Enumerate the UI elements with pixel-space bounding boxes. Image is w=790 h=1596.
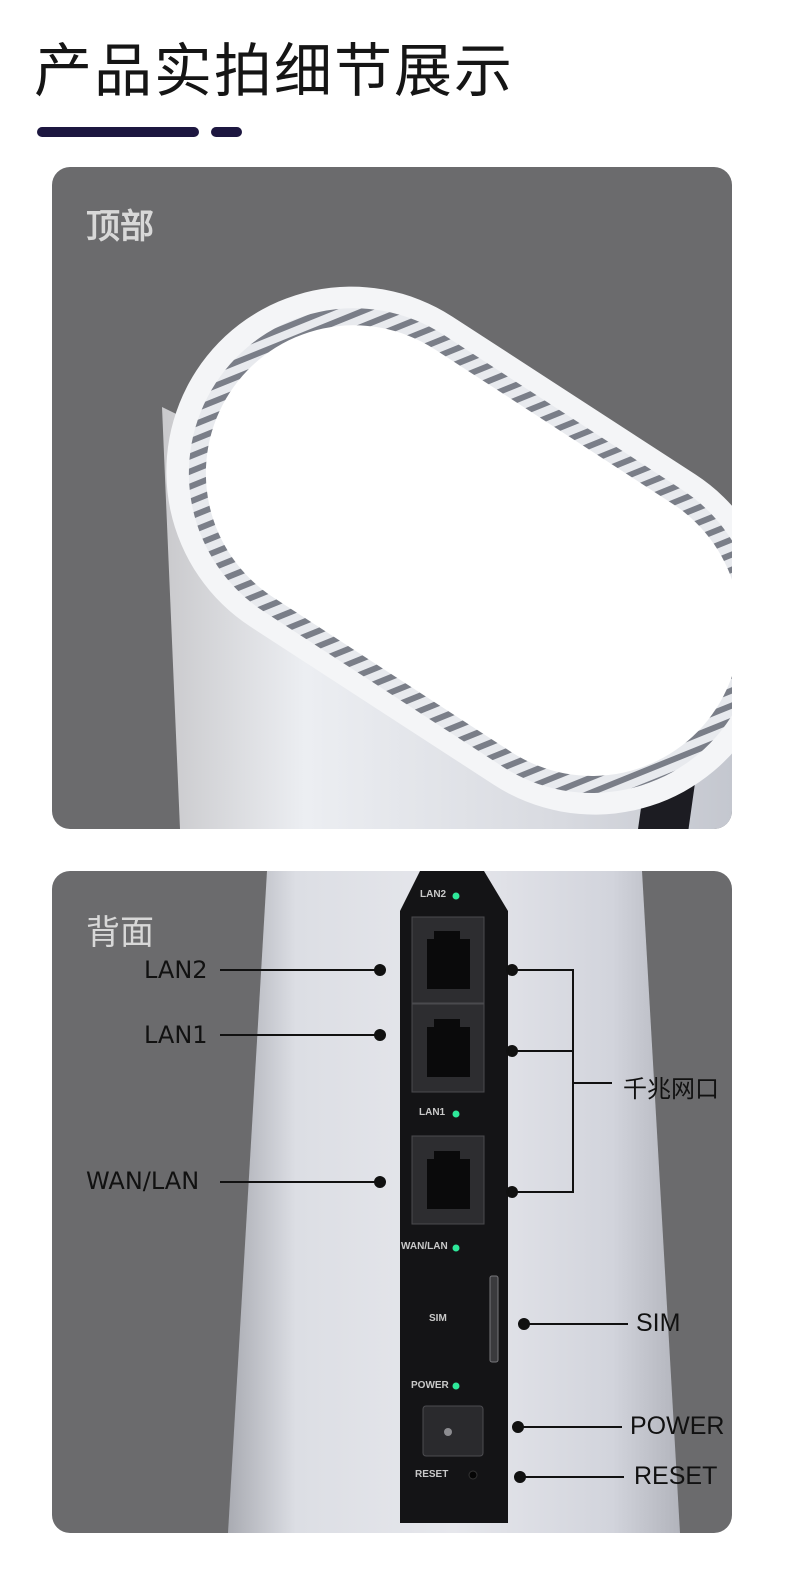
sim-slot	[489, 1275, 499, 1363]
lan1-led	[452, 1110, 460, 1118]
callout-gigabit-ports: 千兆网口	[623, 1075, 719, 1103]
callout-lan1: LAN1	[144, 1021, 208, 1049]
title-underline-short	[211, 127, 242, 137]
device-lan2-text: LAN2	[420, 889, 447, 900]
router-back-illustration	[220, 871, 680, 1533]
back-view-panel: 背面 LAN2 LAN1 WAN/LAN SIM POWER RESET LAN…	[52, 871, 732, 1533]
device-sim-text: SIM	[429, 1313, 447, 1324]
callout-reset: RESET	[634, 1462, 718, 1490]
callout-power: POWER	[630, 1412, 725, 1440]
back-view-label: 背面	[86, 913, 154, 953]
page-title: 产品实拍细节展示	[34, 37, 515, 105]
title-underline-long	[37, 127, 199, 137]
power-jack	[422, 1405, 484, 1457]
device-reset-text: RESET	[415, 1469, 449, 1480]
callout-wan-lan: WAN/LAN	[86, 1167, 200, 1195]
callout-lan2: LAN2	[144, 956, 208, 984]
router-top-illustration	[162, 286, 732, 829]
lan2-port	[411, 916, 485, 1004]
device-lan1-text: LAN1	[419, 1107, 446, 1118]
device-power-text: POWER	[411, 1380, 449, 1391]
top-view-panel: 顶部	[52, 167, 732, 829]
callout-sim: SIM	[636, 1309, 681, 1337]
wan-lan-led	[452, 1244, 460, 1252]
lan1-port	[411, 1003, 485, 1093]
lan2-led	[452, 892, 460, 900]
device-wan-lan-text: WAN/LAN	[401, 1241, 448, 1252]
wan-lan-port	[411, 1135, 485, 1225]
top-view-label: 顶部	[86, 207, 154, 247]
reset-pinhole	[468, 1470, 478, 1480]
power-led	[452, 1382, 460, 1390]
